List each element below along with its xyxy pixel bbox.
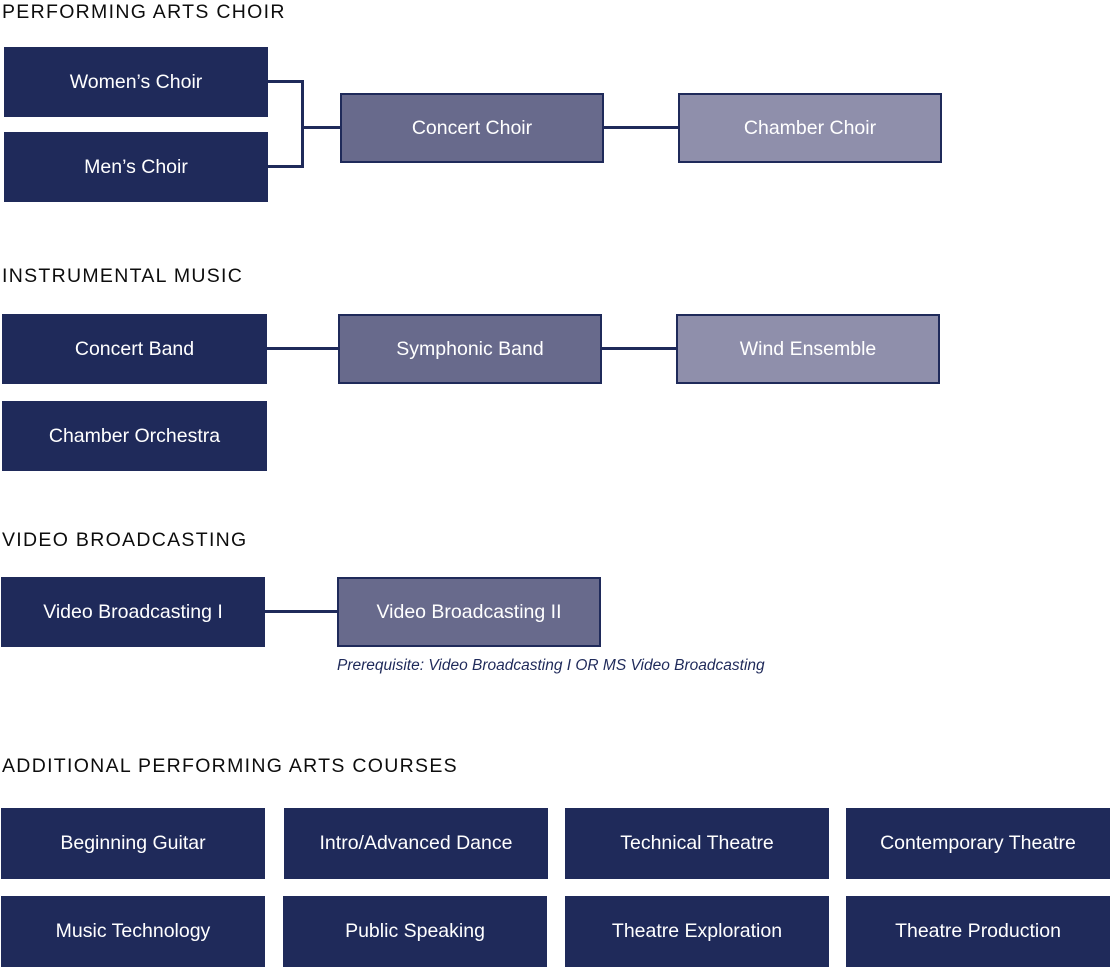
course-label: Wind Ensemble	[739, 337, 877, 360]
section-title-video: VIDEO BROADCASTING	[2, 529, 248, 551]
course-box-beginning-guitar[interactable]: Beginning Guitar	[1, 808, 265, 879]
course-label: Contemporary Theatre	[880, 832, 1076, 854]
course-label: Video Broadcasting II	[376, 600, 562, 623]
course-label: Video Broadcasting I	[43, 600, 223, 623]
course-box-video-broadcasting-2[interactable]: Video Broadcasting II	[337, 577, 601, 647]
connector-line	[268, 165, 304, 168]
course-label: Concert Band	[74, 337, 195, 360]
connector-line	[301, 80, 304, 168]
course-label: Public Speaking	[345, 920, 485, 942]
course-box-concert-choir[interactable]: Concert Choir	[340, 93, 604, 163]
course-box-public-speaking[interactable]: Public Speaking	[283, 896, 547, 967]
course-box-wind-ensemble[interactable]: Wind Ensemble	[676, 314, 940, 384]
course-box-contemporary-theatre[interactable]: Contemporary Theatre	[846, 808, 1110, 879]
section-title-instrumental: INSTRUMENTAL MUSIC	[2, 265, 244, 287]
course-label: Beginning Guitar	[60, 832, 206, 854]
course-label: Music Technology	[55, 920, 211, 942]
course-box-theatre-exploration[interactable]: Theatre Exploration	[565, 896, 829, 967]
course-box-chamber-choir[interactable]: Chamber Choir	[678, 93, 942, 163]
connector-line	[602, 347, 676, 350]
prerequisite-note: Prerequisite: Video Broadcasting I OR MS…	[337, 657, 765, 674]
course-box-symphonic-band[interactable]: Symphonic Band	[338, 314, 602, 384]
course-box-intro-advanced-dance[interactable]: Intro/Advanced Dance	[284, 808, 548, 879]
section-title-choir: PERFORMING ARTS CHOIR	[2, 1, 286, 23]
course-label: Men’s Choir	[84, 155, 188, 178]
course-label: Chamber Orchestra	[48, 424, 221, 447]
course-label: Women’s Choir	[69, 70, 203, 93]
course-box-music-technology[interactable]: Music Technology	[1, 896, 265, 967]
course-box-chamber-orchestra[interactable]: Chamber Orchestra	[2, 401, 267, 471]
course-box-concert-band[interactable]: Concert Band	[2, 314, 267, 384]
connector-line	[604, 126, 678, 129]
course-box-mens-choir[interactable]: Men’s Choir	[4, 132, 268, 202]
course-label: Theatre Production	[895, 920, 1061, 942]
connector-line	[268, 80, 304, 83]
section-title-additional: ADDITIONAL PERFORMING ARTS COURSES	[2, 755, 458, 777]
course-box-theatre-production[interactable]: Theatre Production	[846, 896, 1110, 967]
course-box-womens-choir[interactable]: Women’s Choir	[4, 47, 268, 117]
course-label: Theatre Exploration	[611, 920, 783, 942]
course-box-video-broadcasting-1[interactable]: Video Broadcasting I	[1, 577, 265, 647]
course-label: Technical Theatre	[620, 832, 774, 854]
course-box-technical-theatre[interactable]: Technical Theatre	[565, 808, 829, 879]
connector-line	[301, 126, 340, 129]
course-label: Intro/Advanced Dance	[319, 832, 513, 854]
connector-line	[267, 347, 338, 350]
course-label: Chamber Choir	[743, 116, 877, 139]
course-label: Symphonic Band	[396, 337, 544, 360]
course-label: Concert Choir	[411, 116, 533, 139]
connector-line	[265, 610, 337, 613]
